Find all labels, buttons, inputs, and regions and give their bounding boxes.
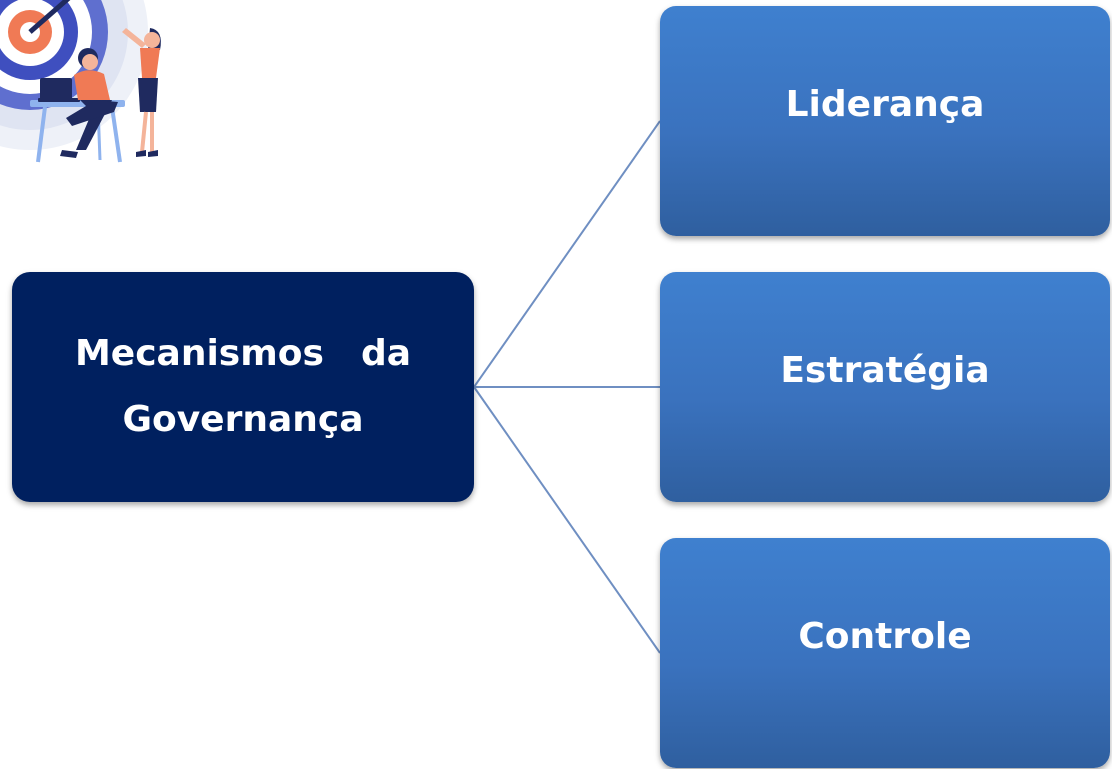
child-node-label-estrategia: Estratégia bbox=[780, 349, 990, 391]
root-node-label-line1: Mecanismos da bbox=[74, 333, 412, 374]
child-node-controle: Controle bbox=[660, 538, 1110, 768]
child-node-lideranca: Liderança bbox=[660, 6, 1110, 236]
child-node-label-lideranca: Liderança bbox=[785, 83, 985, 125]
root-node-label: Mecanismos da Governança bbox=[75, 321, 411, 453]
root-node-mecanismos-da-governanca: Mecanismos da Governança bbox=[12, 272, 474, 502]
child-node-label-controle: Controle bbox=[798, 615, 972, 657]
child-node-estrategia: Estratégia bbox=[660, 272, 1110, 502]
connector-controle bbox=[473, 386, 661, 654]
root-node-label-line2: Governança bbox=[122, 399, 364, 440]
target-teamwork-illustration-icon bbox=[0, 0, 161, 163]
connector-lideranca bbox=[473, 120, 661, 388]
